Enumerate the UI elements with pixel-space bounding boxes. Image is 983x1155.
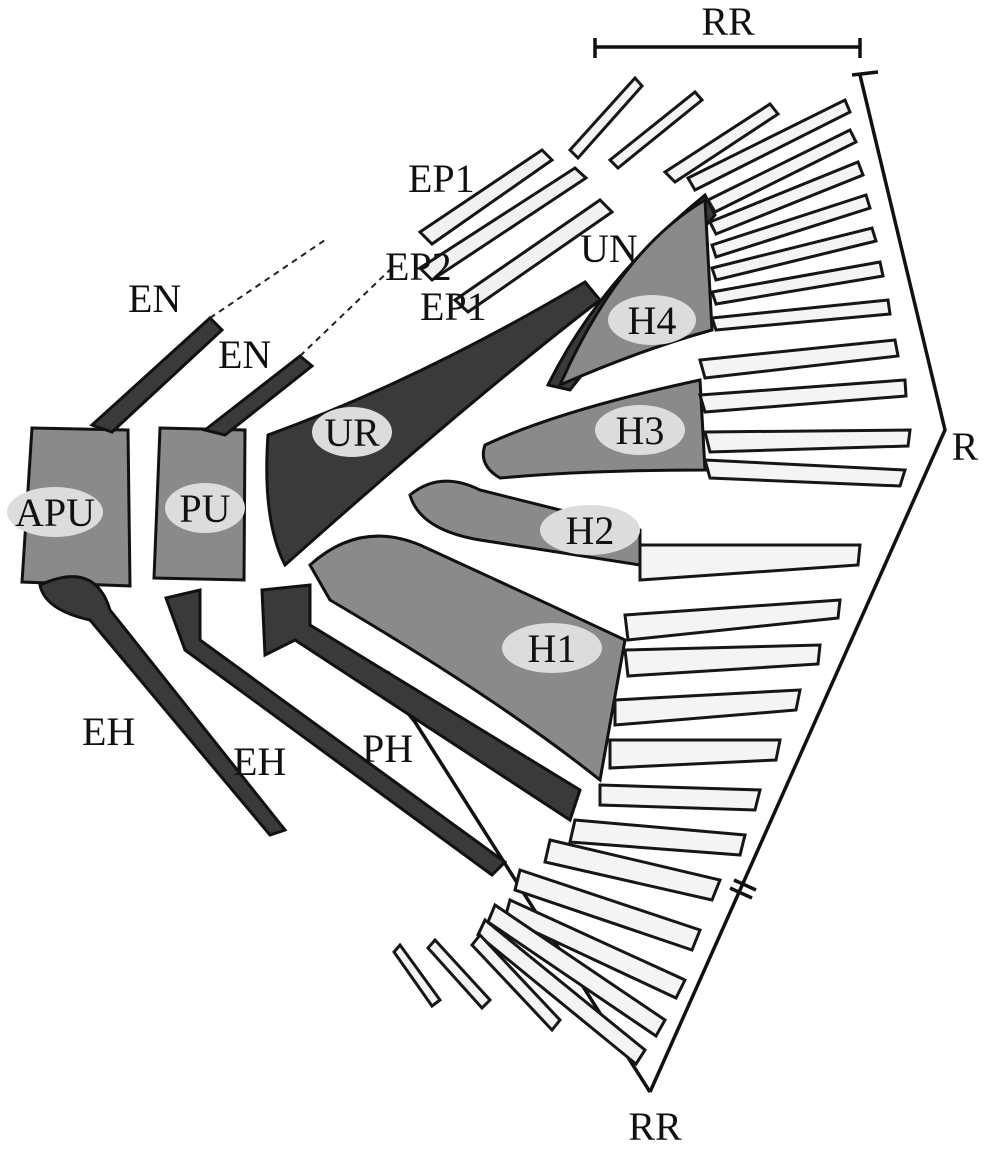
label-en-lower: EN bbox=[218, 332, 271, 377]
fin-ray bbox=[640, 545, 860, 580]
label-ur: UR bbox=[324, 410, 380, 455]
fin-ray bbox=[615, 690, 800, 725]
label-h3: H3 bbox=[616, 408, 665, 453]
fin-ray bbox=[712, 300, 890, 330]
fin-ray bbox=[600, 785, 760, 810]
label-h4: H4 bbox=[628, 298, 677, 343]
en-spine-apu-dashed bbox=[210, 240, 325, 318]
fin-ray bbox=[700, 380, 906, 412]
label-ep2: EP2 bbox=[385, 244, 452, 289]
label-r: R bbox=[952, 424, 979, 469]
fin-ray bbox=[610, 740, 780, 768]
fin-ray bbox=[700, 340, 898, 378]
label-ep1-lower: EP1 bbox=[420, 284, 487, 329]
label-un: UN bbox=[580, 226, 638, 271]
fin-ray bbox=[705, 460, 905, 486]
fin-ray bbox=[625, 645, 820, 676]
label-h1: H1 bbox=[528, 626, 577, 671]
label-apu: APU bbox=[15, 490, 95, 535]
label-rr-bottom: RR bbox=[628, 1104, 682, 1149]
label-pu: PU bbox=[179, 486, 230, 531]
label-eh-left: EH bbox=[82, 709, 135, 754]
label-ph: PH bbox=[362, 726, 413, 771]
fin-ray bbox=[705, 430, 910, 452]
eh-spine-apu bbox=[40, 577, 285, 835]
en-spine-apu bbox=[92, 318, 222, 432]
label-eh-right: EH bbox=[233, 739, 286, 784]
fin-ray bbox=[625, 600, 840, 640]
label-en-upper: EN bbox=[128, 276, 181, 321]
label-h2: H2 bbox=[566, 508, 615, 553]
label-ep1-upper: EP1 bbox=[408, 156, 475, 201]
en-spine-pu-dashed bbox=[300, 265, 395, 356]
label-rr-top: RR bbox=[701, 0, 755, 44]
